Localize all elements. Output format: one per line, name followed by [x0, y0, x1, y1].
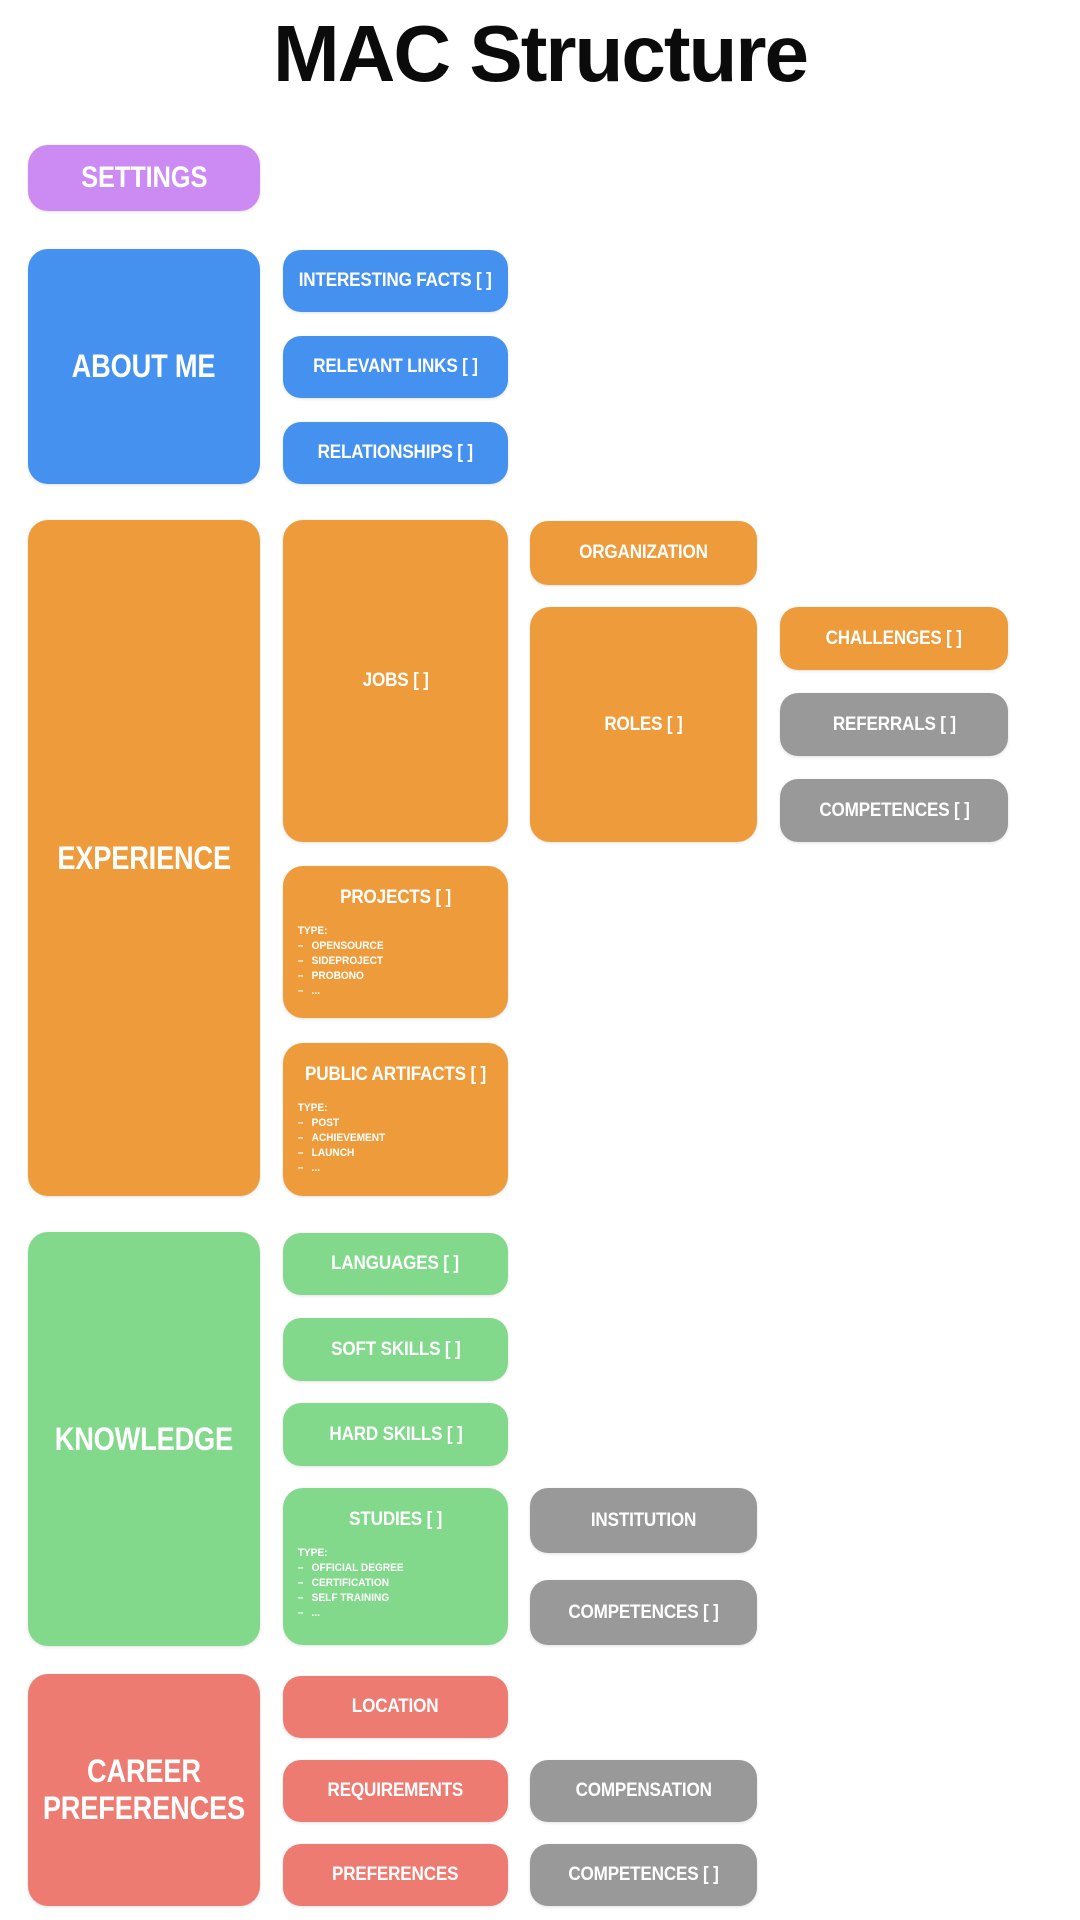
- studies-type-list: TYPE: OFFICIAL DEGREE CERTIFICATION SELF…: [283, 1546, 490, 1621]
- type-item: CERTIFICATION: [298, 1576, 490, 1591]
- node-preferences-label: PREFERENCES: [332, 1864, 459, 1886]
- node-location-label: LOCATION: [352, 1696, 439, 1718]
- node-competences-career: COMPETENCES [ ]: [530, 1844, 757, 1906]
- type-item: SELF TRAINING: [298, 1591, 490, 1606]
- node-about-me-label: ABOUT ME: [72, 348, 216, 385]
- node-projects: PROJECTS [ ] TYPE: OPENSOURCE SIDEPROJEC…: [283, 866, 508, 1018]
- node-studies-label: STUDIES [ ]: [348, 1509, 443, 1530]
- node-competences-experience: COMPETENCES [ ]: [780, 779, 1008, 842]
- type-item: ...: [298, 984, 490, 999]
- type-item: ACHIEVEMENT: [298, 1131, 490, 1146]
- type-item: OFFICIAL DEGREE: [298, 1561, 490, 1576]
- node-public-artifacts: PUBLIC ARTIFACTS [ ] TYPE: POST ACHIEVEM…: [283, 1043, 508, 1196]
- type-heading: TYPE:: [297, 1546, 328, 1559]
- node-roles-label: ROLES [ ]: [604, 713, 683, 735]
- node-interesting-facts: INTERESTING FACTS [ ]: [283, 250, 508, 312]
- type-heading: TYPE:: [297, 1101, 328, 1114]
- type-item: ...: [298, 1606, 490, 1621]
- node-competences-career-label: COMPETENCES [ ]: [568, 1864, 719, 1886]
- node-compensation-label: COMPENSATION: [575, 1780, 712, 1802]
- node-hard-skills-label: HARD SKILLS [ ]: [328, 1423, 463, 1445]
- node-projects-label: PROJECTS [ ]: [340, 887, 451, 908]
- node-jobs: JOBS [ ]: [283, 520, 508, 842]
- node-challenges: CHALLENGES [ ]: [780, 607, 1008, 670]
- node-public-artifacts-label: PUBLIC ARTIFACTS [ ]: [304, 1064, 487, 1085]
- node-languages-label: LANGUAGES [ ]: [331, 1253, 460, 1275]
- node-career-preferences-label: CAREER PREFERENCES: [42, 1753, 246, 1826]
- node-knowledge-label: KNOWLEDGE: [54, 1420, 234, 1457]
- public-artifacts-type-list: TYPE: POST ACHIEVEMENT LAUNCH ...: [283, 1101, 490, 1176]
- node-referrals: REFERRALS [ ]: [780, 693, 1008, 756]
- node-hard-skills: HARD SKILLS [ ]: [283, 1403, 508, 1466]
- node-experience-label: EXPERIENCE: [57, 839, 231, 876]
- node-requirements-label: REQUIREMENTS: [327, 1780, 464, 1802]
- node-soft-skills: SOFT SKILLS [ ]: [283, 1318, 508, 1381]
- node-jobs-label: JOBS [ ]: [362, 670, 429, 692]
- node-referrals-label: REFERRALS [ ]: [832, 713, 956, 735]
- node-soft-skills-label: SOFT SKILLS [ ]: [330, 1338, 461, 1360]
- node-career-preferences: CAREER PREFERENCES: [28, 1674, 260, 1906]
- node-competences-knowledge-label: COMPETENCES [ ]: [568, 1601, 719, 1623]
- node-location: LOCATION: [283, 1676, 508, 1738]
- projects-type-list: TYPE: OPENSOURCE SIDEPROJECT PROBONO ...: [283, 924, 490, 999]
- node-relationships-label: RELATIONSHIPS [ ]: [317, 442, 474, 464]
- node-relationships: RELATIONSHIPS [ ]: [283, 422, 508, 484]
- node-experience: EXPERIENCE: [28, 520, 260, 1196]
- node-settings: SETTINGS: [28, 145, 260, 211]
- node-relevant-links-label: RELEVANT LINKS [ ]: [313, 356, 478, 378]
- type-heading: TYPE:: [297, 924, 328, 937]
- node-interesting-facts-label: INTERESTING FACTS [ ]: [299, 270, 492, 292]
- type-item: SIDEPROJECT: [298, 954, 490, 969]
- node-relevant-links: RELEVANT LINKS [ ]: [283, 336, 508, 398]
- node-roles: ROLES [ ]: [530, 607, 757, 842]
- type-item: ...: [298, 1161, 490, 1176]
- type-item: POST: [298, 1116, 490, 1131]
- node-competences-experience-label: COMPETENCES [ ]: [818, 799, 970, 821]
- node-requirements: REQUIREMENTS: [283, 1760, 508, 1822]
- type-item: LAUNCH: [298, 1146, 490, 1161]
- node-preferences: PREFERENCES: [283, 1844, 508, 1906]
- node-organization-label: ORGANIZATION: [579, 542, 708, 564]
- node-studies: STUDIES [ ] TYPE: OFFICIAL DEGREE CERTIF…: [283, 1488, 508, 1645]
- node-about-me: ABOUT ME: [28, 249, 260, 484]
- node-settings-label: SETTINGS: [80, 160, 208, 194]
- node-institution-label: INSTITUTION: [590, 1509, 697, 1531]
- node-challenges-label: CHALLENGES [ ]: [825, 627, 963, 649]
- node-organization: ORGANIZATION: [530, 521, 757, 585]
- node-institution: INSTITUTION: [530, 1488, 757, 1553]
- node-languages: LANGUAGES [ ]: [283, 1233, 508, 1295]
- type-item: OPENSOURCE: [298, 939, 490, 954]
- node-competences-knowledge: COMPETENCES [ ]: [530, 1580, 757, 1645]
- node-compensation: COMPENSATION: [530, 1760, 757, 1822]
- node-knowledge: KNOWLEDGE: [28, 1232, 260, 1646]
- page-title: MAC Structure: [272, 9, 809, 98]
- type-item: PROBONO: [298, 969, 490, 984]
